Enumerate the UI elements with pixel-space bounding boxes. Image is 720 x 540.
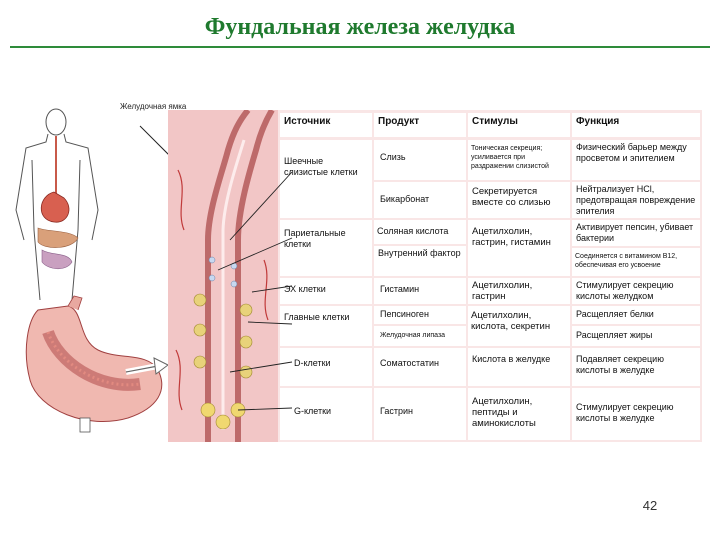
product-bicarbonate: Бикарбонат (380, 194, 430, 204)
row-hcl-source: Париетальные клетки (280, 220, 372, 276)
row-mucus-product: Слизь (374, 140, 466, 180)
source-chief-cells: Главные клетки (284, 312, 350, 322)
header-function: Функция (572, 113, 700, 137)
source-parietal-cells: Париетальные клетки (284, 228, 346, 249)
function-pepsinogen: Расщепляет белки (576, 309, 654, 319)
gland-lumen (221, 139, 246, 430)
product-pepsinogen: Пепсиноген (380, 309, 429, 319)
stimuli-mucus: Тоническая секреция; усиливается при раз… (471, 145, 549, 170)
source-g-cells: G-клетки (294, 406, 332, 416)
row-intrinsic-factor-function: Соединяется с витамином B12, обеспечивая… (572, 248, 700, 276)
parietal-cells (193, 293, 253, 379)
source-ecl-cells: ЭХ клетки (284, 284, 326, 294)
row-hcl-function: Активирует пепсин, убивает бактерии (572, 220, 700, 246)
slide-title: Фундальная железа желудка (204, 14, 516, 40)
product-intrinsic-factor: Внутренний фактор (378, 248, 461, 258)
product-gastrin: Гастрин (380, 406, 413, 416)
row-lipase-product: Желудочная липаза (374, 326, 466, 346)
row-mucus-stimuli: Тоническая секреция; усиливается при раз… (468, 140, 570, 180)
row-somatostatin-stimuli: Кислота в желудке (468, 348, 570, 386)
row-hcl-stimuli: Ацетилхолин, гастрин, гистамин (468, 220, 570, 276)
stimuli-hcl: Ацетилхолин, гастрин, гистамин (472, 226, 551, 248)
function-somatostatin: Подавляет секрецию кислоты в желудке (576, 354, 664, 375)
label-leader (139, 125, 170, 157)
product-histamine: Гистамин (380, 284, 420, 294)
header-stimuli: Стимулы (468, 113, 570, 137)
row-hcl-product: Соляная кислота (374, 220, 466, 244)
row-lipase-function: Расщепляет жиры (572, 326, 700, 346)
title-divider (10, 46, 710, 48)
stimuli-pepsinogen: Ацетилхолин, кислота, секретин (471, 310, 551, 332)
source-d-cells: D-клетки (294, 358, 331, 368)
row-histamine-function: Стимулирует секрецию кислоты желудком (572, 278, 700, 304)
row-pepsinogen-product: Пепсиноген (374, 306, 466, 324)
header-function-label: Функция (576, 116, 620, 127)
anatomy-figure (15, 108, 170, 433)
row-somatostatin-source: D-клетки (280, 348, 372, 386)
row-pepsinogen-source: Главные клетки (280, 306, 372, 346)
body-outline (15, 108, 99, 301)
row-gastrin-source: G-клетки (280, 388, 372, 440)
row-somatostatin-product: Соматостатин (374, 348, 466, 386)
product-somatostatin: Соматостатин (380, 358, 439, 368)
row-bicarbonate-product: Бикарбонат (374, 182, 466, 218)
row-pepsinogen-stimuli: Ацетилхолин, кислота, секретин (468, 306, 570, 346)
header-product: Продукт (374, 113, 466, 137)
pointer-arrow (125, 357, 169, 375)
row-histamine-source: ЭХ клетки (280, 278, 372, 304)
function-gastric-lipase: Расщепляет жиры (576, 330, 653, 340)
header-source-label: Источник (284, 116, 331, 127)
stimuli-somatostatin: Кислота в желудке (472, 354, 551, 364)
row-mucus-function: Физический барьер между просветом и эпит… (572, 140, 700, 180)
secretion-table: Источник Продукт Стимулы Функция Шеечные… (278, 110, 702, 442)
row-gastrin-product: Гастрин (374, 388, 466, 440)
row-histamine-stimuli: Ацетилхолин, гастрин (468, 278, 570, 304)
row-bicarbonate-stimuli: Секретируется вместе со слизью (468, 182, 570, 218)
function-bicarbonate: Нейтрализует HCl, предотвращая поврежден… (576, 184, 696, 216)
product-hcl: Соляная кислота (377, 226, 449, 236)
stimuli-gastrin: Ацетилхолин, пептиды и аминокислоты (472, 396, 536, 429)
esophagus-and-stomach-small (37, 136, 79, 270)
figure-label: Желудочная ямка (120, 102, 187, 111)
product-mucus: Слизь (380, 152, 406, 162)
stimuli-histamine: Ацетилхолин, гастрин (472, 280, 533, 302)
header-product-label: Продукт (378, 116, 420, 127)
row-somatostatin-function: Подавляет секрецию кислоты в желудке (572, 348, 700, 386)
leader-lines (217, 171, 293, 411)
stimuli-bicarbonate: Секретируется вместе со слизью (472, 186, 551, 208)
row-bicarbonate-function: Нейтрализует HCl, предотвращая поврежден… (572, 182, 700, 218)
row-pepsinogen-function: Расщепляет белки (572, 306, 700, 324)
row-histamine-product: Гистамин (374, 278, 466, 304)
row-mucus-source: Шеечные слизистые клетки (280, 140, 372, 218)
header-source: Источник (280, 113, 372, 137)
function-hcl: Активирует пепсин, убивает бактерии (576, 222, 694, 243)
product-gastric-lipase: Желудочная липаза (380, 332, 446, 339)
page-number: 42 (642, 498, 658, 513)
row-gastrin-stimuli: Ацетилхолин, пептиды и аминокислоты (468, 388, 570, 440)
function-gastrin: Стимулирует секрецию кислоты в желудке (576, 402, 674, 423)
gland-wall (205, 110, 275, 442)
neck-cells (208, 256, 238, 288)
stomach-large (25, 295, 163, 433)
function-histamine: Стимулирует секрецию кислоты желудком (576, 280, 674, 301)
function-intrinsic-factor: Соединяется с витамином B12, обеспечивая… (575, 253, 678, 269)
function-mucus: Физический барьер между просветом и эпит… (576, 142, 687, 163)
source-neck-cells: Шеечные слизистые клетки (284, 156, 358, 177)
row-gastrin-function: Стимулирует секрецию кислоты в желудке (572, 388, 700, 440)
gastric-gland-illustration (168, 110, 278, 442)
header-stimuli-label: Стимулы (472, 116, 518, 127)
row-intrinsic-factor-product: Внутренний фактор (374, 246, 466, 276)
